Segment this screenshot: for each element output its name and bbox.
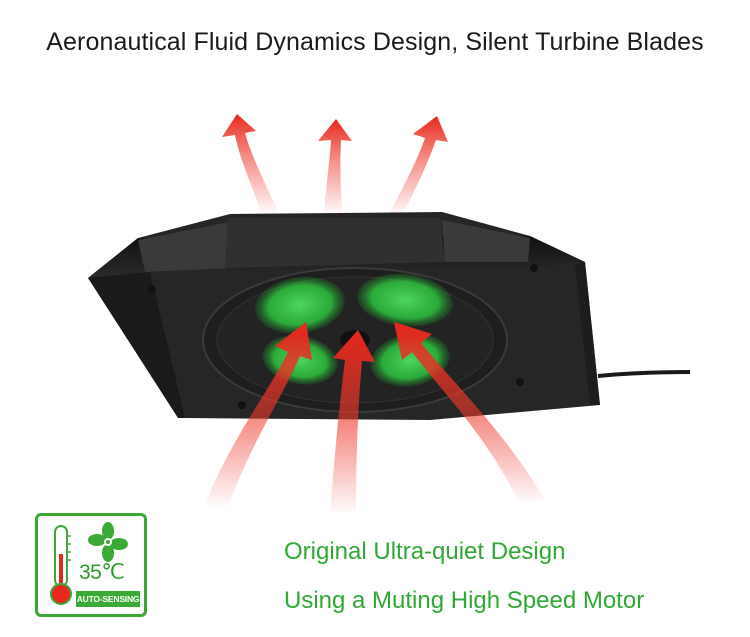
tagline-motor: Using a Muting High Speed Motor	[284, 587, 645, 614]
auto-sensing-label: AUTO-SENSING	[76, 591, 140, 607]
airflow-in-arrows	[205, 322, 545, 515]
airflow-out-arrow	[222, 114, 278, 215]
auto-sensing-badge: 35℃ AUTO-SENSING	[35, 513, 147, 617]
screw-icon	[530, 264, 538, 272]
temperature-threshold: 35℃	[79, 561, 125, 584]
thermometer-icon	[50, 525, 72, 605]
airflow-out-arrows	[222, 114, 448, 216]
tagline-quiet-design: Original Ultra-quiet Design	[284, 538, 566, 565]
airflow-out-arrow	[318, 119, 352, 215]
screw-icon	[238, 401, 246, 409]
airflow-in-arrow	[394, 322, 545, 505]
airflow-in-arrow	[330, 330, 375, 515]
airflow-in-arrow	[205, 322, 312, 508]
power-cable	[597, 370, 691, 378]
airflow-out-arrow	[388, 116, 448, 216]
fan-icon	[88, 522, 128, 562]
screw-icon	[148, 286, 156, 294]
headline: Aeronautical Fluid Dynamics Design, Sile…	[46, 28, 704, 56]
screw-icon	[516, 378, 524, 386]
cooler-device	[88, 212, 691, 420]
